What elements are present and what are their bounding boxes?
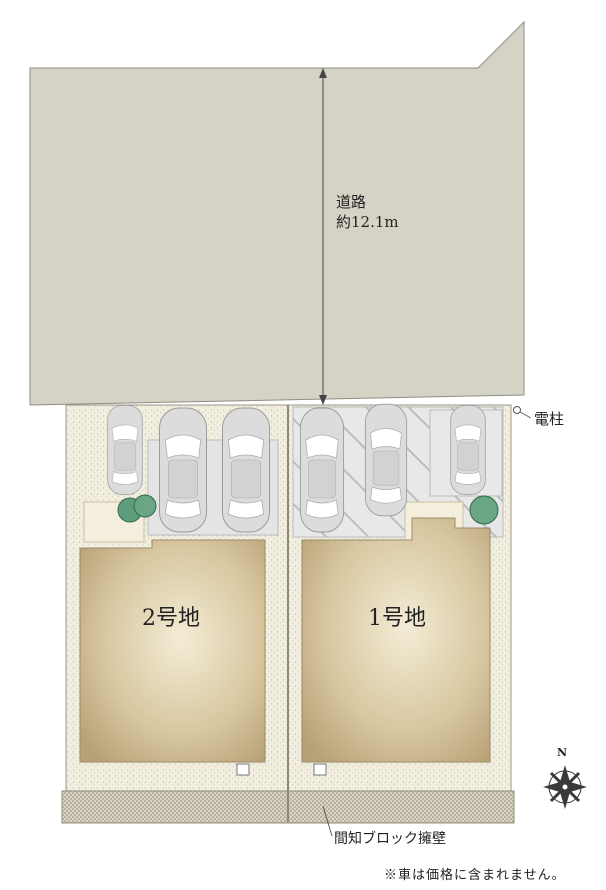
- road-width: 約12.1m: [336, 213, 399, 231]
- utility-pole-icon: [513, 406, 521, 414]
- road-area: [29, 20, 525, 406]
- tree-icon: [117, 494, 157, 523]
- car-icon: [364, 403, 408, 517]
- car-icon: [221, 407, 271, 533]
- house-lot1: [301, 517, 491, 763]
- car-icon: [158, 407, 208, 533]
- lot-1-label: 1号地: [368, 606, 426, 631]
- car-icon: [450, 405, 486, 495]
- compass-icon: [543, 765, 587, 809]
- lot-2-label: 2号地: [142, 606, 200, 631]
- road-label: 道路 約12.1m: [336, 192, 399, 232]
- car-icon: [107, 405, 143, 495]
- retaining-wall-label: 間知ブロック擁壁: [334, 831, 446, 847]
- compass-north-label: N: [557, 746, 568, 759]
- tree-icon: [469, 495, 499, 525]
- price-note: ※車は価格に含まれません。: [384, 868, 566, 883]
- utility-pole-label: 電柱: [534, 410, 565, 428]
- road-name: 道路: [336, 193, 367, 211]
- house-lot2: [79, 539, 266, 763]
- car-icon: [299, 407, 345, 533]
